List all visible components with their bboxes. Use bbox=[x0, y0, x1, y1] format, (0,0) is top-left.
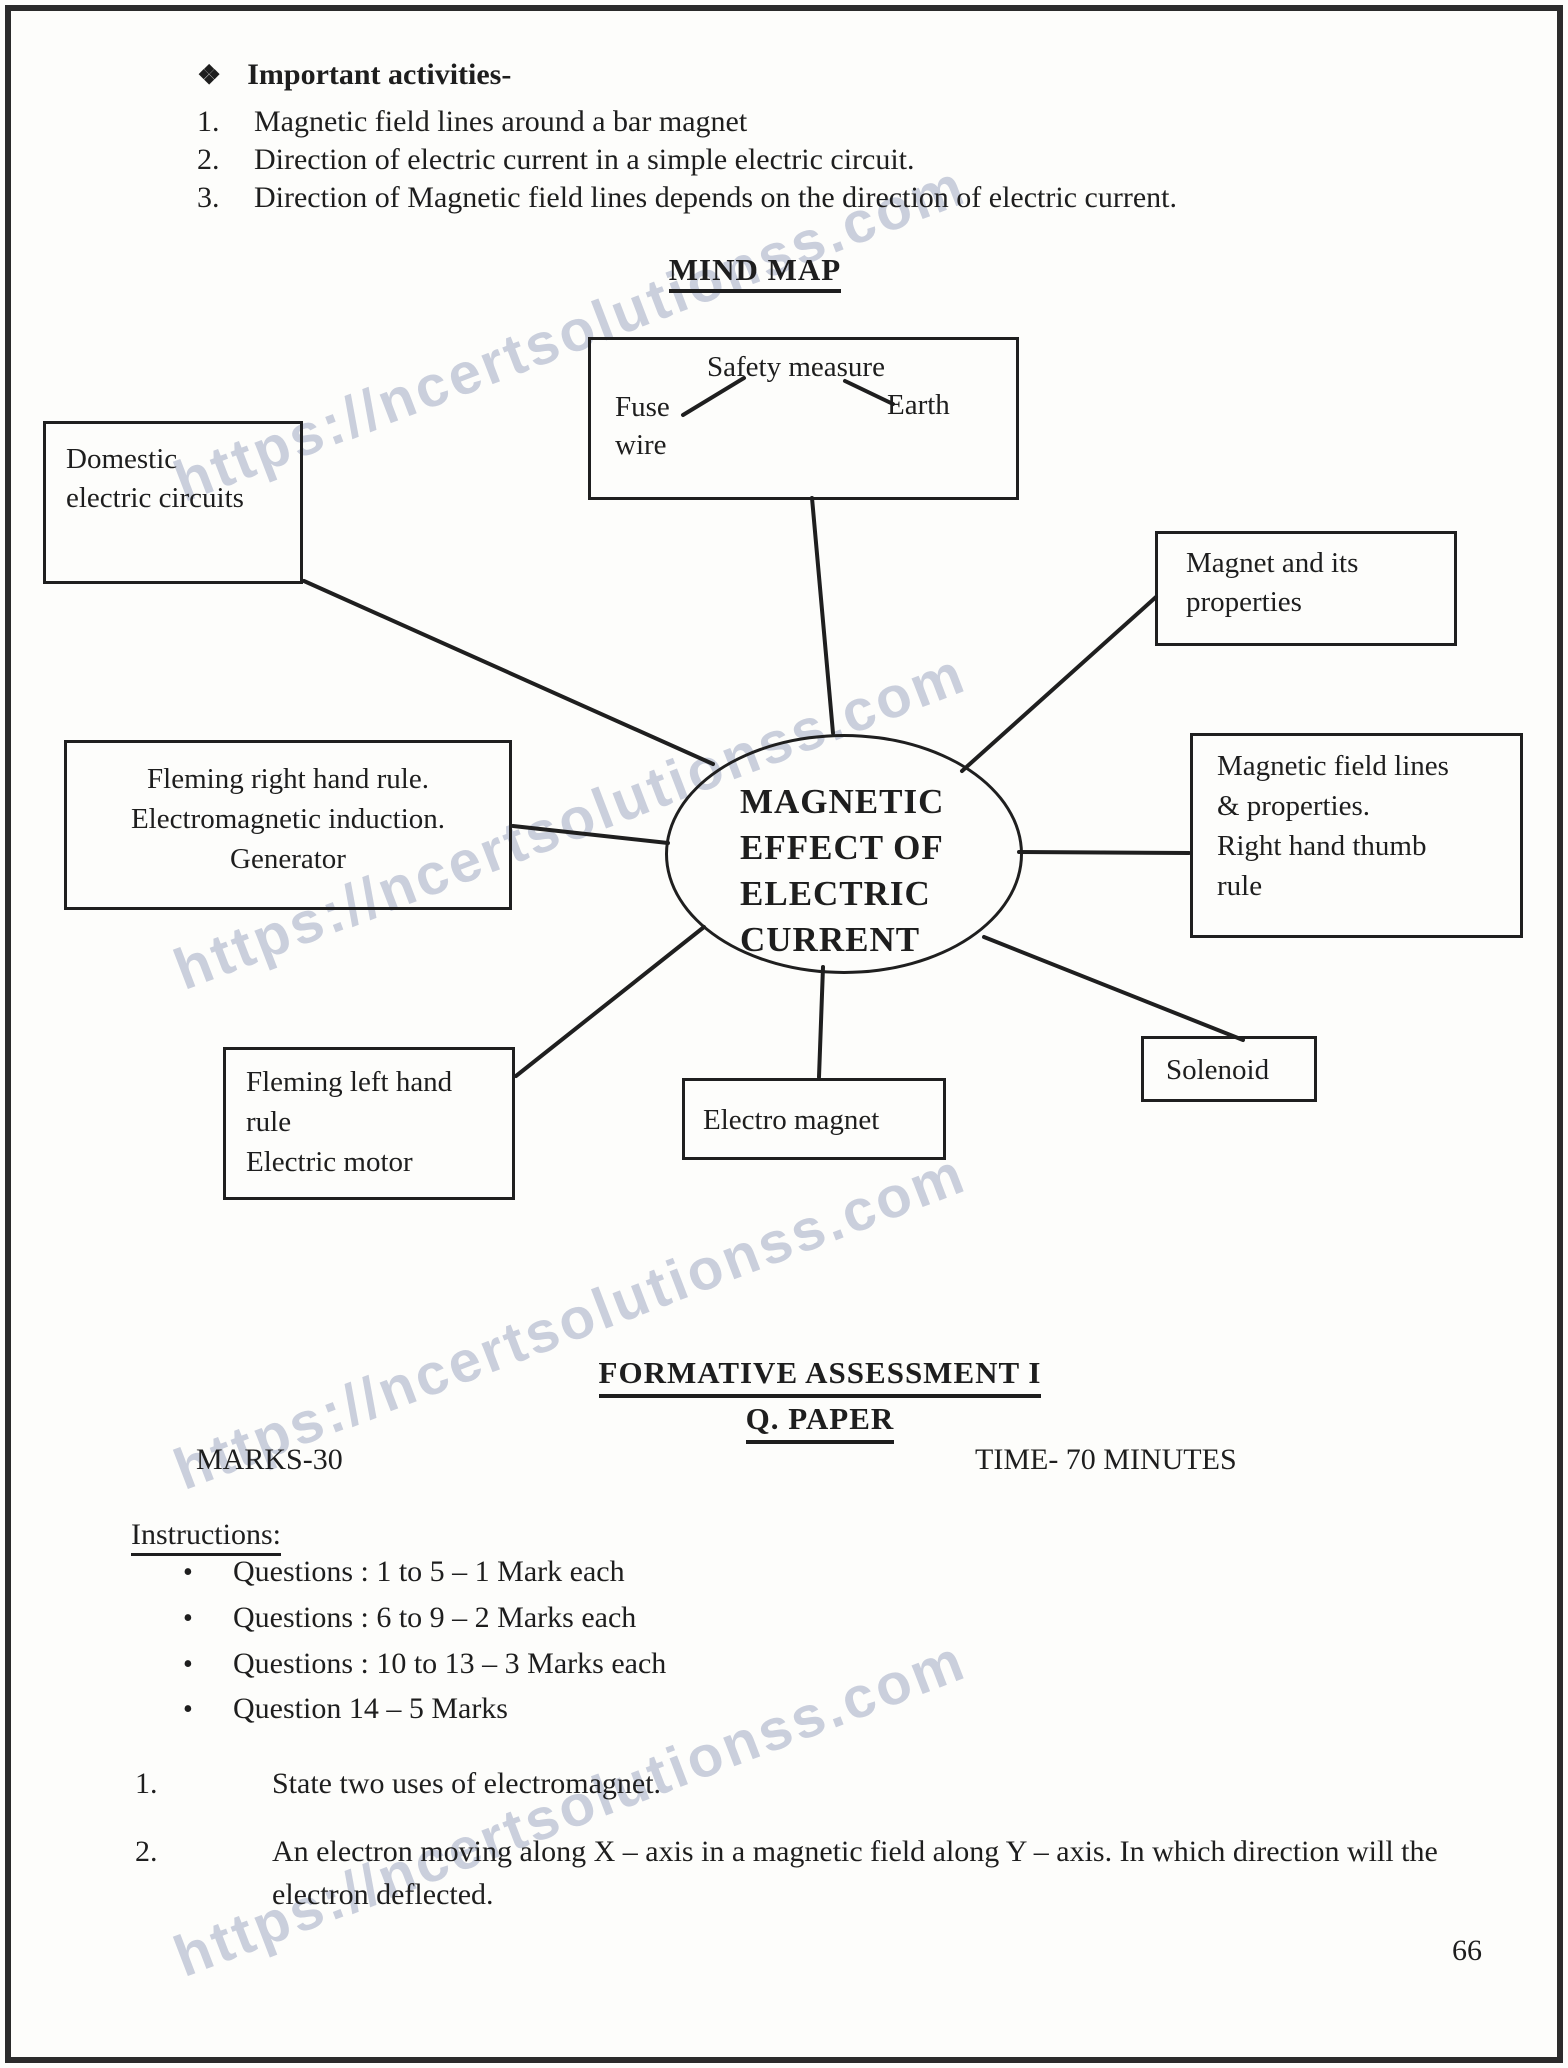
box-text-line: Magnetic field lines bbox=[1217, 750, 1449, 782]
mindmap-center-ellipse: MAGNETIC EFFECT OF ELECTRIC CURRENT bbox=[665, 734, 1023, 974]
line-magnet-to-center bbox=[960, 595, 1158, 773]
bullet-icon: • bbox=[183, 1557, 193, 1588]
center-title-line: CURRENT bbox=[740, 920, 921, 959]
bullet-icon: • bbox=[183, 1649, 193, 1680]
instructions-heading-text: Instructions: bbox=[131, 1518, 281, 1556]
instruction-item: • Questions : 10 to 13 – 3 Marks each bbox=[183, 1647, 666, 1681]
assessment-heading-block: FORMATIVE ASSESSMENT I Q. PAPER bbox=[440, 1353, 1200, 1445]
question-number: 1. bbox=[135, 1767, 158, 1800]
box-text-line: electric circuits bbox=[66, 482, 244, 514]
activities-heading-row: ❖ Important activities- bbox=[197, 58, 511, 92]
page-number: 66 bbox=[1452, 1934, 1482, 1967]
instruction-item: • Question 14 – 5 Marks bbox=[183, 1692, 508, 1726]
diamond-bullet-icon: ❖ bbox=[197, 60, 222, 90]
center-title-line: EFFECT OF bbox=[740, 828, 944, 867]
mindmap-box-magnet-properties: Magnet and its properties bbox=[1155, 531, 1457, 646]
line-safety-to-earth bbox=[843, 379, 895, 406]
activity-text: Magnetic field lines around a bar magnet bbox=[254, 105, 748, 138]
center-title-line: ELECTRIC bbox=[740, 874, 931, 913]
activity-item: 1. Magnetic field lines around a bar magn… bbox=[197, 105, 747, 139]
line-domestic-to-center bbox=[302, 579, 715, 766]
activity-text: Direction of Magnetic field lines depend… bbox=[254, 181, 1177, 214]
time-label: TIME- 70 MINUTES bbox=[975, 1443, 1237, 1476]
instructions-heading: Instructions: bbox=[131, 1518, 281, 1556]
instruction-text: Questions : 1 to 5 – 1 Mark each bbox=[233, 1555, 625, 1588]
center-title-line: MAGNETIC bbox=[740, 782, 945, 821]
box-text-line: Solenoid bbox=[1166, 1054, 1270, 1086]
activity-text: Direction of electric current in a simpl… bbox=[254, 143, 915, 176]
marks-label: MARKS-30 bbox=[196, 1443, 343, 1476]
line-electro-magnet-to-center bbox=[817, 965, 825, 1079]
activity-number: 3. bbox=[197, 181, 220, 214]
instruction-text: Question 14 – 5 Marks bbox=[233, 1692, 508, 1725]
box-text-line: Magnet and its bbox=[1186, 547, 1359, 579]
mindmap-box-field-lines: Magnetic field lines & properties. Right… bbox=[1190, 733, 1523, 938]
line-fleming-left-to-center bbox=[514, 925, 706, 1078]
mindmap-heading: MIND MAP bbox=[560, 252, 950, 293]
line-fleming-right-to-center bbox=[511, 824, 670, 845]
instruction-text: Questions : 10 to 13 – 3 Marks each bbox=[233, 1647, 667, 1680]
assessment-title: FORMATIVE ASSESSMENT I bbox=[598, 1353, 1042, 1398]
mindmap-box-safety-measure: Safety measure Fuse wire Earth bbox=[588, 337, 1019, 500]
bullet-icon: • bbox=[183, 1603, 193, 1634]
box-text-line: Electro magnet bbox=[703, 1104, 880, 1136]
box-text-line: Electric motor bbox=[246, 1146, 413, 1178]
question-text: An electron moving along X – axis in a m… bbox=[272, 1835, 1438, 1911]
activities-heading: Important activities- bbox=[247, 58, 512, 91]
instruction-text: Questions : 6 to 9 – 2 Marks each bbox=[233, 1601, 637, 1634]
mindmap-box-fleming-right: Fleming right hand rule. Electromagnetic… bbox=[64, 740, 512, 910]
box-text-line: properties bbox=[1186, 586, 1302, 618]
question-number: 2. bbox=[135, 1835, 158, 1868]
activity-item: 2. Direction of electric current in a sim… bbox=[197, 143, 915, 177]
box-text-line: Fleming left hand bbox=[246, 1066, 453, 1098]
box-text-line: Electromagnetic induction. bbox=[130, 803, 446, 835]
line-solenoid-to-center bbox=[982, 935, 1245, 1042]
safety-measure-label: Safety measure bbox=[707, 351, 885, 383]
activity-item: 3. Direction of Magnetic field lines depe… bbox=[197, 181, 1177, 215]
mindmap-box-fleming-left: Fleming left hand rule Electric motor bbox=[223, 1047, 515, 1200]
mindmap-box-solenoid: Solenoid bbox=[1141, 1036, 1317, 1102]
box-text-line: rule bbox=[246, 1106, 292, 1138]
mindmap-heading-text: MIND MAP bbox=[668, 252, 842, 293]
activity-number: 2. bbox=[197, 143, 220, 176]
box-text-line: Fleming right hand rule. bbox=[147, 763, 429, 795]
mindmap-center-title: MAGNETIC EFFECT OF ELECTRIC CURRENT bbox=[740, 779, 944, 963]
line-safety-to-fuse-wire bbox=[681, 376, 746, 417]
line-safety-to-center bbox=[810, 496, 835, 735]
instruction-item: • Questions : 6 to 9 – 2 Marks each bbox=[183, 1601, 636, 1635]
question-text: State two uses of electromagnet. bbox=[272, 1767, 662, 1800]
line-field-lines-to-center bbox=[1017, 850, 1191, 855]
bullet-icon: • bbox=[183, 1694, 193, 1725]
fuse-wire-label: Fuse wire bbox=[615, 388, 670, 464]
box-text-line: Domestic bbox=[66, 443, 178, 475]
fuse-wire-line: wire bbox=[615, 429, 667, 461]
mindmap-box-domestic-circuits: Domestic electric circuits bbox=[43, 421, 303, 584]
assessment-subtitle: Q. PAPER bbox=[745, 1399, 895, 1444]
box-text-line: rule bbox=[1217, 870, 1263, 902]
box-text-line: & properties. bbox=[1217, 790, 1371, 822]
activity-number: 1. bbox=[197, 105, 220, 138]
box-text-line: Right hand thumb bbox=[1217, 830, 1427, 862]
mindmap-box-electro-magnet: Electro magnet bbox=[682, 1078, 946, 1160]
box-text-line: Generator bbox=[230, 843, 346, 875]
earth-label: Earth bbox=[887, 389, 950, 421]
fuse-wire-line: Fuse bbox=[615, 391, 670, 423]
instruction-item: • Questions : 1 to 5 – 1 Mark each bbox=[183, 1555, 625, 1589]
